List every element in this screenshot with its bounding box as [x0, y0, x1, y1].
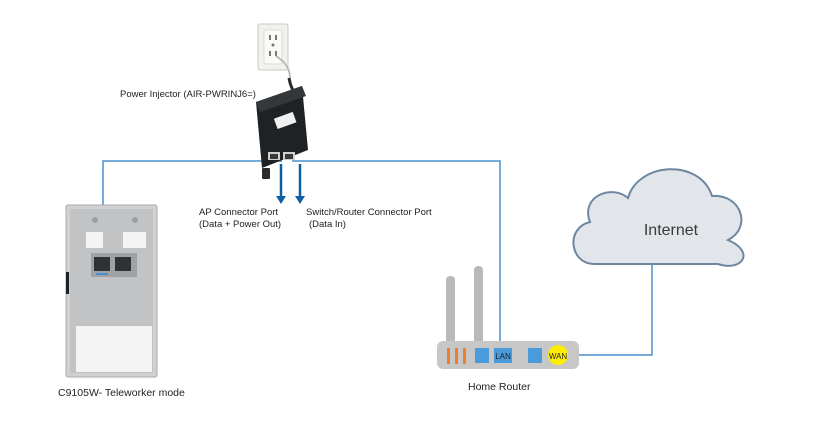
access-point-icon — [65, 204, 158, 378]
ap-name-label: C9105W- Teleworker mode — [58, 387, 185, 399]
switch-port-title: Switch/Router Connector Port — [306, 207, 432, 218]
power-injector-icon — [256, 77, 308, 179]
wan-port — [548, 345, 568, 365]
cloud-icon: Internet — [572, 168, 745, 267]
home-router-label: Home Router — [468, 381, 531, 393]
cable-injector-to-router-lan — [292, 160, 501, 353]
port-arrows — [276, 164, 305, 204]
switch-port-subtitle: (Data In) — [309, 219, 346, 230]
power-injector-label: Power Injector (AIR-PWRINJ6=) — [120, 89, 256, 100]
wan-port-label: WAN — [549, 352, 568, 361]
ap-port-subtitle: (Data + Power Out) — [199, 219, 282, 230]
wall-outlet-icon — [257, 23, 291, 79]
internet-label: Internet — [644, 222, 699, 239]
switch-connector-port-label: Switch/Router Connector Port (Data In) — [306, 207, 432, 231]
lan-port-label: LAN — [495, 352, 511, 361]
cables — [102, 160, 653, 356]
ap-connector-port-label: AP Connector Port (Data + Power Out) — [199, 207, 281, 231]
ap-port-title: AP Connector Port — [199, 207, 279, 218]
cable-router-wan-to-cloud — [568, 264, 653, 356]
lan-port — [494, 348, 512, 363]
home-router-icon: LAN WAN — [437, 266, 579, 369]
